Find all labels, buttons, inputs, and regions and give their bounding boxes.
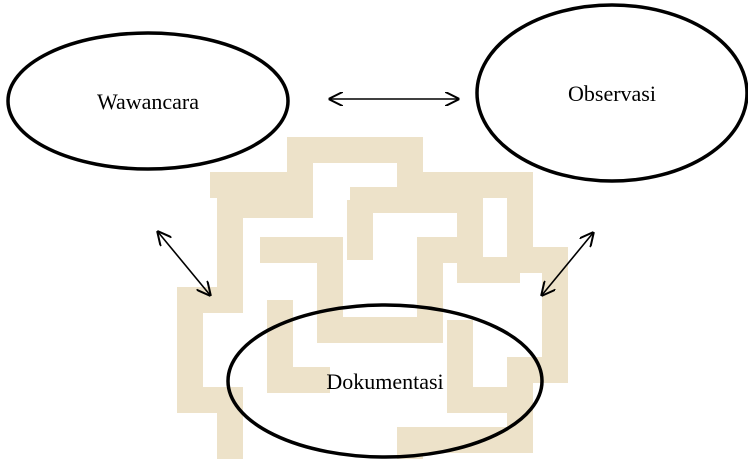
interlaced-knot-watermark-icon bbox=[177, 137, 568, 459]
node-observasi-label: Observasi bbox=[568, 81, 656, 106]
node-observasi: Observasi bbox=[475, 3, 748, 183]
node-dokumentasi-ellipse bbox=[226, 303, 544, 459]
node-wawancara-ellipse bbox=[6, 31, 290, 171]
arrow-wawancara-dokumentasi bbox=[158, 232, 210, 295]
node-observasi-ellipse bbox=[475, 3, 748, 183]
node-wawancara: Wawancara bbox=[6, 31, 290, 171]
node-dokumentasi-label: Dokumentasi bbox=[326, 369, 443, 394]
arrow-observasi-dokumentasi bbox=[542, 233, 593, 295]
node-wawancara-label: Wawancara bbox=[97, 89, 199, 114]
node-dokumentasi: Dokumentasi bbox=[226, 303, 544, 459]
